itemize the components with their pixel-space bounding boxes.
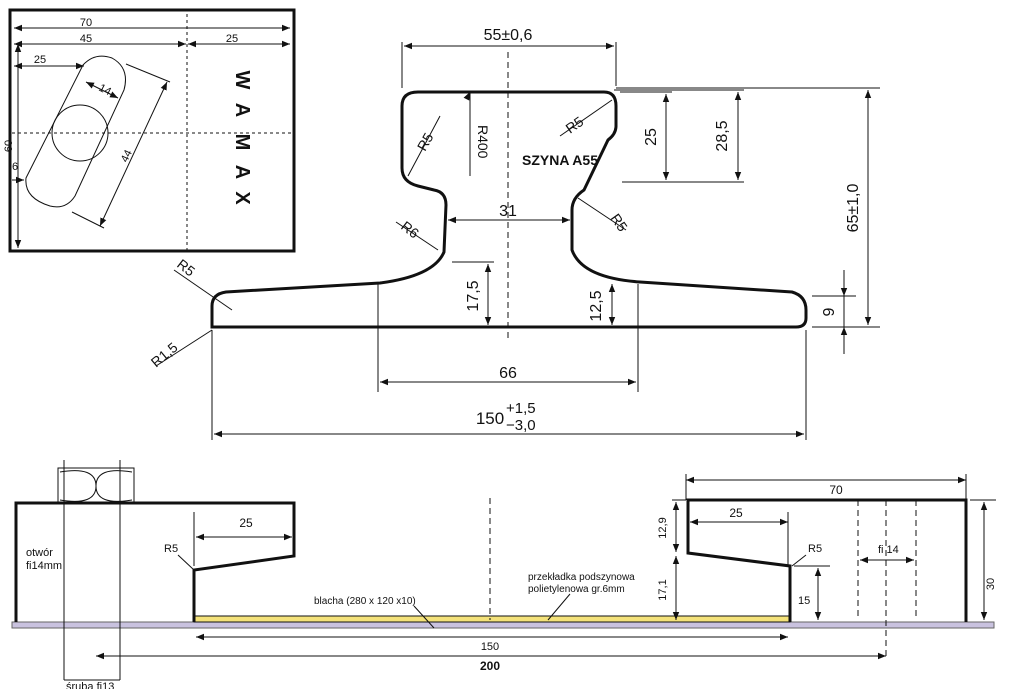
right-dim-fi14: fi 14: [878, 544, 899, 556]
left-r5: R5: [164, 543, 178, 555]
rail-dim-150-tol-minus: −3,0: [506, 417, 536, 434]
right-dim-15: 15: [798, 595, 810, 607]
right-r5: R5: [808, 543, 822, 555]
inset-dim-25-right: 25: [226, 33, 238, 45]
svg-text:X: X: [231, 191, 253, 205]
inset-dim-25-left: 25: [34, 54, 46, 66]
bolt-label: śruba fi13: [66, 681, 114, 689]
rail-dim-150-tol-plus: +1,5: [506, 400, 536, 417]
rail-r5-neck-right: R5: [608, 211, 631, 235]
hole-label-1: otwór: [26, 547, 53, 559]
rail-r5-foot: R5: [174, 256, 198, 280]
svg-text:W: W: [231, 71, 253, 90]
rail-dim-total-height: 65±1,0: [845, 183, 862, 232]
bolt-head: [57, 467, 135, 504]
inset-frame: [8, 8, 296, 253]
rail-dim-top-width: 55±0,6: [484, 27, 533, 44]
inset-plate-view: 70 45 25 25 60 6 14 44 W A M A X: [3, 8, 296, 253]
right-clamp: [686, 498, 968, 622]
inset-dim-6: 6: [12, 161, 18, 173]
brand-wamax: W A M A X: [231, 71, 253, 206]
svg-text:A: A: [231, 103, 253, 117]
rail-dim-25: 25: [643, 128, 660, 146]
rail-r15: R1,5: [148, 339, 181, 370]
left-dim-25: 25: [239, 516, 253, 530]
rail-pad: [193, 615, 791, 623]
rail-r6: R6: [398, 218, 422, 242]
span-150: 150: [481, 641, 499, 653]
right-dim-30: 30: [985, 578, 997, 590]
hole-label-2: fi14mm: [26, 560, 62, 572]
rail-dim-125: 12,5: [588, 290, 605, 321]
left-clamp: [14, 501, 296, 622]
rail-r5-head-right: R5: [563, 113, 587, 136]
inset-dim-44: 44: [119, 148, 135, 164]
inset-dim-70: 70: [80, 17, 92, 29]
right-dim-171: 17,1: [657, 579, 669, 600]
rail-dim-175: 17,5: [465, 280, 482, 311]
plate-label: blacha (280 x 120 x10): [314, 596, 416, 607]
rail-dim-66: 66: [499, 365, 517, 382]
rail-dim-150: 150: [476, 409, 504, 428]
pad-label-1: przekładka podszynowa: [528, 572, 635, 583]
clamp-assembly: 25 R5 otwór fi14mm śruba fi13 blacha (28…: [11, 460, 997, 689]
rail-title: SZYNA A55: [522, 152, 598, 168]
svg-text:M: M: [231, 134, 253, 151]
base-plate: [11, 621, 995, 629]
inset-dim-45: 45: [80, 33, 92, 45]
svg-text:A: A: [231, 165, 253, 179]
right-dim-25: 25: [729, 506, 743, 520]
rail-dim-neck: 31: [499, 203, 517, 220]
right-dim-129: 12,9: [657, 517, 669, 538]
rail-dim-foot-9: 9: [821, 307, 838, 316]
rail-profile: [210, 90, 808, 329]
rail-section: 55±0,6 31 SZYNA A55 R400 R5 R5 R5 R6 R5 …: [148, 27, 880, 440]
inset-dim-60: 60: [3, 140, 15, 152]
pad-label-2: polietylenowa gr.6mm: [528, 584, 625, 595]
rail-r5-head-left: R5: [414, 130, 437, 154]
inset-slot-outline: [25, 55, 126, 208]
inset-dim-14: 14: [97, 82, 113, 98]
rail-r400: R400: [475, 125, 491, 159]
span-200: 200: [480, 659, 500, 673]
right-dim-70: 70: [829, 483, 843, 497]
rail-dim-285: 28,5: [714, 120, 731, 151]
